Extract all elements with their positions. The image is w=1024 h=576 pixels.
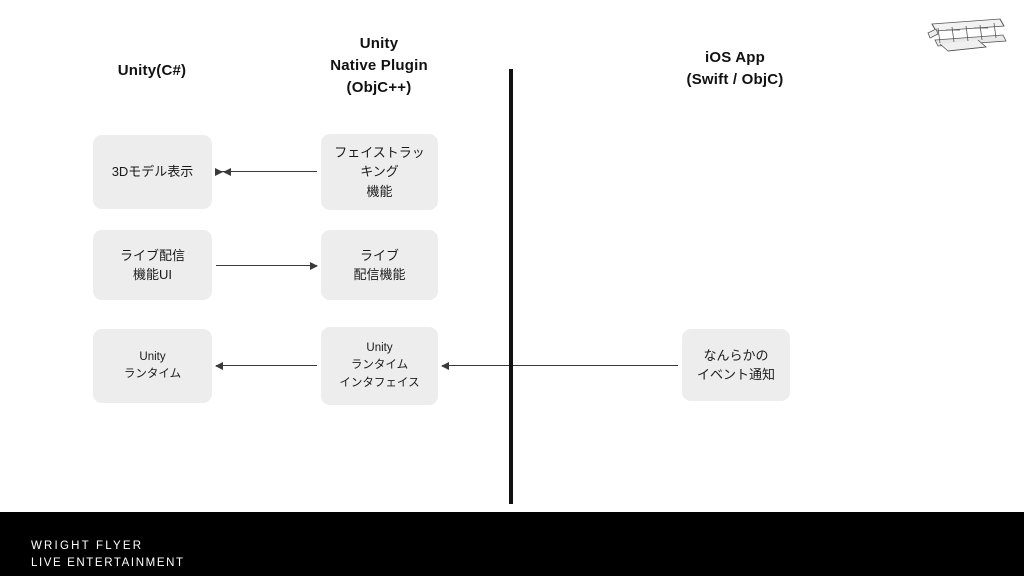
connector-runtime-interface-to-runtime (215, 361, 317, 370)
node-event-notification: なんらかの イベント通知 (682, 329, 790, 401)
node-3d-model-display-label: 3Dモデル表示 (111, 164, 194, 180)
column-heading-unity: Unity(C#) (62, 60, 242, 82)
brand-logo: WRIGHT FLYER LIVE ENTERTAINMENT (31, 538, 185, 573)
node-face-tracking: フェイストラッ キング 機能 (321, 134, 438, 210)
node-live-streaming: ライブ 配信機能 (321, 230, 438, 300)
node-live-streaming-label: ライブ 配信機能 (353, 247, 406, 283)
wright-flyer-icon (927, 18, 1007, 52)
node-unity-runtime-label: Unity ランタイム (123, 350, 182, 380)
process-boundary-divider (509, 69, 513, 504)
node-event-notification-label: なんらかの イベント通知 (696, 347, 775, 383)
column-heading-unity-label: Unity(C#) (117, 62, 187, 79)
node-unity-runtime: Unity ランタイム (93, 329, 212, 403)
column-heading-ios: iOS App (Swift / ObjC) (645, 47, 825, 91)
connector-live-ui-to-live (216, 261, 318, 270)
node-unity-runtime-interface: Unity ランタイム インタフェイス (321, 327, 438, 405)
node-face-tracking-label: フェイストラッ キング 機能 (334, 144, 425, 199)
column-heading-plugin-label: Unity Native Plugin (ObjC++) (330, 35, 428, 96)
node-unity-runtime-interface-label: Unity ランタイム インタフェイス (339, 342, 420, 389)
column-heading-ios-label: iOS App (Swift / ObjC) (686, 49, 784, 88)
brand-logo-line1: WRIGHT FLYER (31, 540, 144, 552)
node-live-streaming-ui-label: ライブ配信 機能UI (119, 247, 185, 283)
connector-face-tracking-to-3d-model (215, 167, 317, 176)
column-heading-plugin: Unity Native Plugin (ObjC++) (289, 33, 469, 98)
connector-event-to-runtime-interface (441, 361, 678, 370)
brand-logo-line2: LIVE ENTERTAINMENT (31, 557, 185, 570)
footer-bar (0, 512, 1024, 576)
node-3d-model-display: 3Dモデル表示 (93, 135, 212, 209)
node-live-streaming-ui: ライブ配信 機能UI (93, 230, 212, 300)
